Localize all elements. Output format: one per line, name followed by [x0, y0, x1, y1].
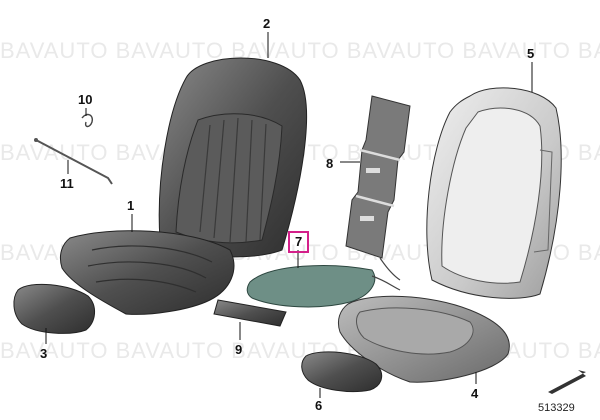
leader-lines [45, 32, 533, 398]
part-number-1-label[interactable]: 1 [127, 198, 135, 213]
watermark-row: BAVAUTO BAVAUTO BAVAUTO BAVAUTO BAVAUTO … [0, 38, 600, 63]
armrest-pad-part[interactable] [301, 351, 383, 393]
part-number-2-label[interactable]: 2 [263, 16, 271, 31]
part-number-4-label[interactable]: 4 [471, 386, 479, 401]
seat-cushion-cover-part[interactable] [59, 230, 235, 315]
part-number-7-label-highlighted[interactable]: 7 [288, 231, 310, 253]
seat-heating-element-part[interactable] [246, 265, 401, 308]
part-number-10-label[interactable]: 10 [78, 92, 93, 107]
part-number-9-label[interactable]: 9 [235, 342, 243, 357]
backrest-cover-part[interactable] [158, 57, 308, 258]
backrest-frame-part[interactable] [426, 87, 562, 299]
part-number-6-label[interactable]: 6 [315, 398, 323, 413]
side-trim-part[interactable] [13, 283, 95, 334]
part-number-8-label[interactable]: 8 [326, 156, 334, 171]
front-trim-strip-part[interactable] [213, 299, 287, 327]
clip-part[interactable] [81, 113, 94, 128]
part-number-5-label[interactable]: 5 [527, 46, 535, 61]
seat-cushion-foam-part[interactable] [337, 295, 510, 383]
wire-rod-part[interactable] [34, 138, 113, 185]
backrest-heating-element-part[interactable] [345, 95, 411, 281]
diagram-number: 513329 [538, 402, 575, 414]
part-number-11-label[interactable]: 11 [60, 176, 74, 191]
part-number-3-label[interactable]: 3 [40, 346, 48, 361]
direction-arrow-icon [548, 370, 586, 394]
